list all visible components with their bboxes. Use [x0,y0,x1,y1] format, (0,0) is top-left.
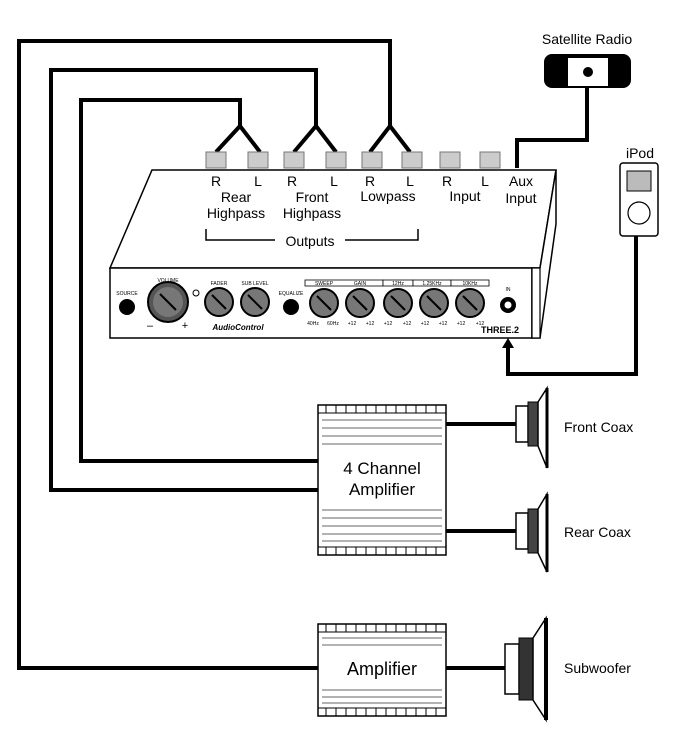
source-text: SOURCE [116,291,138,297]
scale-60hz-text: 60Hz [327,321,339,327]
rca-jack-front-r [283,151,305,169]
mono-amp-label: Amplifier [347,659,417,679]
rear-coax-label: Rear Coax [564,524,631,540]
rear-name-1: Rear [221,189,252,205]
wire-lowpass-to-amplifier [17,39,392,670]
input-r-label: R [442,173,452,189]
mono-amplifier: Amplifier [317,623,447,717]
wire-ipod-to-in [506,236,638,376]
aux-name-2: Input [505,190,536,206]
plus-text: + [182,320,188,332]
scale-e12-text: +12 [439,321,448,327]
rca-jack-input-r [439,151,461,169]
rear-r-label: R [211,173,221,189]
rca-jack-input-l [479,151,501,169]
front-r-label: R [287,173,297,189]
rca-jacks [205,151,501,169]
low-r-label: R [365,173,375,189]
satellite-radio-label: Satellite Radio [542,31,632,47]
hz12-text: 12Hz [392,281,404,287]
model-label: THREE.2 [481,325,519,335]
rca-jack-front-l [325,151,347,169]
rear-l-label: L [254,173,262,189]
aux-name-1: Aux [509,173,533,189]
scale-e12-text: +12 [403,321,412,327]
equalize-button[interactable] [283,299,299,315]
four-channel-amp-label-2: Amplifier [349,480,415,499]
subwoofer-label: Subwoofer [564,660,631,676]
wire-front-to-4ch-amp [49,68,318,492]
rca-jack-low-l [401,151,423,169]
low-l-label: L [406,173,414,189]
scale-e12-text: +12 [476,321,485,327]
in-text: IN [506,287,511,293]
equalize-text: EQUALIZE [279,291,304,297]
brand-label: AudioControl [211,323,264,332]
outputs-label: Outputs [285,233,334,249]
outputs-bracket [205,229,419,241]
wires [17,39,638,670]
rca-jack-rear-r [205,151,227,169]
scale-e12-text: +12 [384,321,393,327]
rca-jack-rear-l [247,151,269,169]
rear-coax-speaker: Rear Coax [515,491,631,573]
khz125-text: 1.25KHz [422,281,442,287]
subwoofer-speaker: Subwoofer [504,615,631,723]
four-channel-amp-label-1: 4 Channel [343,459,421,478]
khz10-text: 10KHz [462,281,478,287]
front-coax-speaker: Front Coax [515,385,633,469]
front-coax-label: Front Coax [564,419,633,435]
gain-text: GAIN [354,281,367,287]
satellite-radio: Satellite Radio [542,31,632,88]
sweep-text: SWEEP [315,281,334,287]
sub-level-text: SUB LEVEL [241,281,268,287]
wire-rear-to-4ch-amp [79,98,318,463]
scale-e12-text: +12 [348,321,357,327]
ipod-label: iPod [626,145,654,161]
scale-e12-text: +12 [421,321,430,327]
input-l-label: L [481,173,489,189]
rca-forks [214,124,412,154]
volume-text: VOLUME [157,278,179,284]
scale-e12-text: +12 [366,321,375,327]
processor-unit: R L Rear Highpass R L Front Highpass R L… [108,151,557,339]
rca-jack-low-r [361,151,383,169]
input-name: Input [449,188,480,204]
source-button[interactable] [119,299,135,315]
in-arrow [502,338,514,348]
fader-text: FADER [211,281,228,287]
rear-name-2: Highpass [207,205,265,221]
front-l-label: L [330,173,338,189]
low-name: Lowpass [360,188,415,204]
minus-text: – [147,320,154,332]
four-channel-amplifier: 4 Channel Amplifier [317,404,447,556]
front-name-2: Highpass [283,205,341,221]
scale-40hz-text: 40Hz [307,321,319,327]
wire-satellite-to-aux [515,88,589,168]
front-name-1: Front [296,189,329,205]
ipod-device: iPod [619,145,659,237]
power-led [192,289,200,297]
scale-e12-text: +12 [457,321,466,327]
